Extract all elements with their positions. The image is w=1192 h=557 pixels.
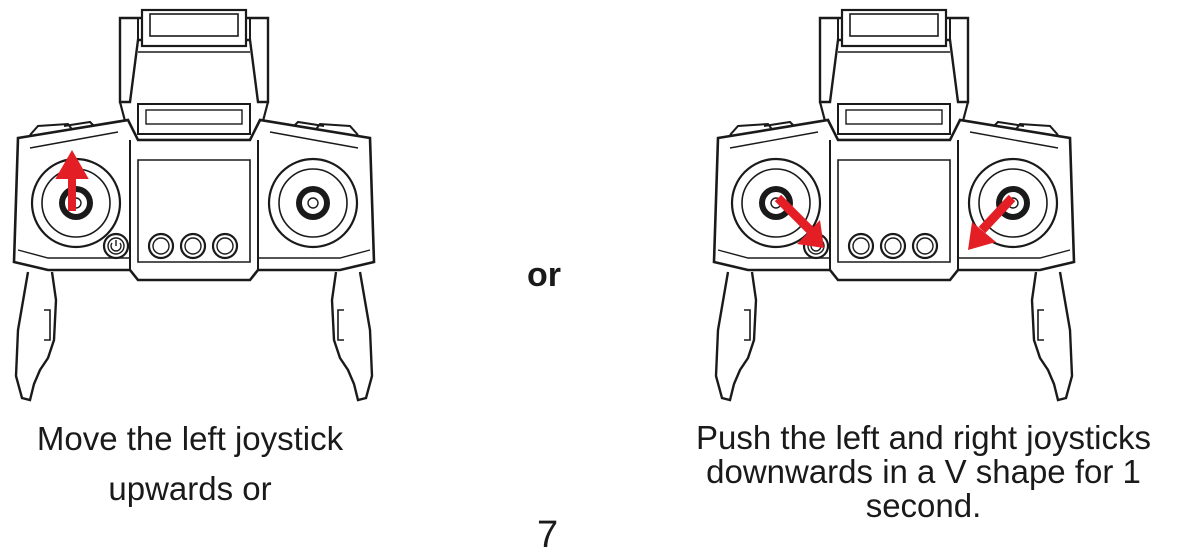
right-caption: Push the left and right joysticks downwa… xyxy=(696,419,1151,524)
page-number: 7 xyxy=(537,514,559,556)
controller-diagram-right xyxy=(712,8,1076,402)
arrow-down-diagonal-icon xyxy=(774,194,824,248)
left-caption-line2: upwards or xyxy=(108,470,272,507)
arrow-down-diagonal-icon xyxy=(968,194,1016,250)
or-label: or xyxy=(527,256,561,294)
left-caption: Move the left joystick upwards or xyxy=(0,420,380,508)
arrow-up-icon xyxy=(55,149,89,211)
left-caption-line1: Move the left joystick xyxy=(36,420,344,457)
controller-diagram-left xyxy=(12,8,376,402)
